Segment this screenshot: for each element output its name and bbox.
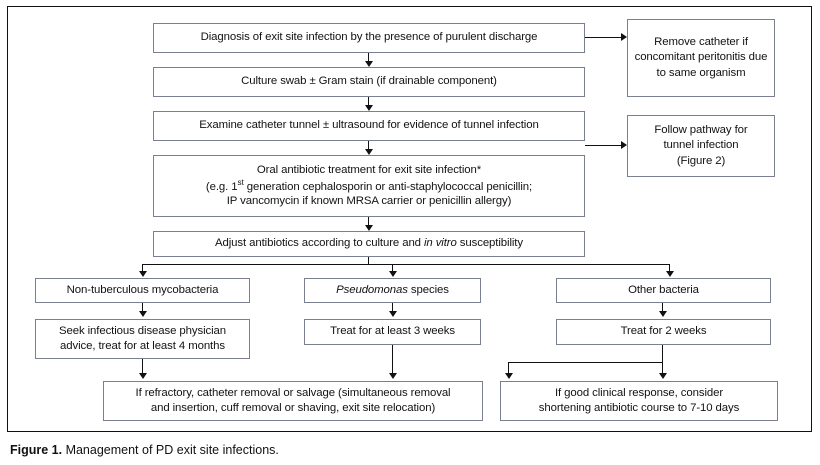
- flowchart-canvas: Diagnosis of exit site infection by the …: [8, 7, 813, 433]
- node-refractory-line1: If refractory, catheter removal or salva…: [135, 386, 451, 399]
- node-diagnosis: Diagnosis of exit site infection by the …: [153, 23, 585, 53]
- arrowhead-drop-other-bacteria: [666, 271, 674, 277]
- node-oral-antibiotic-line3: IP vancomycin if known MRSA carrier or p…: [226, 195, 512, 208]
- node-follow-pathway-line1: Follow pathway for: [654, 124, 748, 137]
- node-branch-other-bacteria: Other bacteria: [556, 278, 771, 303]
- connector-mycobacteria-to-treat: [142, 303, 144, 311]
- connector-treat-other-split-bar: [508, 362, 663, 364]
- node-follow-pathway: Follow pathway for tunnel infection (Fig…: [627, 115, 775, 177]
- arrowhead-treat-other-left-drop: [505, 373, 513, 379]
- arrowhead-culture-to-examine: [365, 105, 373, 111]
- node-treat-pseudomonas: Treat for at least 3 weeks: [304, 319, 481, 345]
- node-remove-catheter: Remove catheter if concomitant peritonit…: [627, 19, 775, 97]
- connector-adjust-stem: [368, 257, 370, 265]
- connector-treat-mycobacteria-to-refractory: [142, 359, 144, 373]
- arrowhead-diagnosis-to-culture: [365, 61, 373, 67]
- connector-drop-pseudomonas: [392, 264, 394, 271]
- node-treat-other-label: Treat for 2 weeks: [620, 325, 707, 338]
- connector-drop-mycobacteria: [142, 264, 144, 271]
- connector-culture-to-examine: [368, 97, 370, 105]
- connector-treat-other-left-drop: [508, 362, 510, 373]
- node-diagnosis-label: Diagnosis of exit site infection by the …: [200, 31, 538, 44]
- connector-examine-to-follow: [585, 145, 621, 147]
- superscript-st: st: [237, 177, 244, 187]
- connector-treat-other-right-drop: [662, 362, 664, 373]
- connector-treat-pseudomonas-to-refractory: [392, 345, 394, 373]
- arrowhead-examine-to-follow: [621, 141, 627, 149]
- arrowhead-treat-mycobacteria-to-refractory: [139, 373, 147, 379]
- arrowhead-other-to-treat: [659, 311, 667, 317]
- arrowhead-drop-pseudomonas: [389, 271, 397, 277]
- italic-pseudomonas: Pseudomonas: [336, 283, 408, 296]
- node-treat-pseudomonas-label: Treat for at least 3 weeks: [330, 325, 455, 338]
- node-follow-pathway-line3: (Figure 2): [676, 154, 726, 167]
- node-oral-antibiotic-line1: Oral antibiotic treatment for exit site …: [256, 163, 482, 176]
- node-treat-other: Treat for 2 weeks: [556, 319, 771, 345]
- arrowhead-treat-other-right-drop: [659, 373, 667, 379]
- node-culture-swab: Culture swab ± Gram stain (if drainable …: [153, 67, 585, 97]
- node-culture-swab-label: Culture swab ± Gram stain (if drainable …: [241, 75, 497, 88]
- node-treat-mycobacteria: Seek infectious disease physician advice…: [35, 319, 250, 359]
- node-branch-mycobacteria-label: Non-tuberculous mycobacteria: [66, 283, 219, 296]
- connector-pseudomonas-to-treat: [392, 303, 394, 311]
- node-follow-pathway-line2: tunnel infection: [663, 139, 739, 152]
- arrowhead-examine-to-oral: [365, 149, 373, 155]
- node-treat-mycobacteria-line1: Seek infectious disease physician: [58, 324, 227, 337]
- node-branch-mycobacteria: Non-tuberculous mycobacteria: [35, 278, 250, 303]
- connector-examine-to-oral: [368, 141, 370, 149]
- node-branch-pseudomonas: Pseudomonas species: [304, 278, 481, 303]
- arrowhead-drop-mycobacteria: [139, 271, 147, 277]
- connector-drop-other-bacteria: [669, 264, 671, 271]
- italic-in-vitro: in vitro: [423, 237, 457, 250]
- node-good-response-outcome: If good clinical response, consider shor…: [500, 381, 778, 421]
- arrowhead-treat-pseudomonas-to-refractory: [389, 373, 397, 379]
- node-branch-other-bacteria-label: Other bacteria: [628, 283, 699, 296]
- node-oral-antibiotic: Oral antibiotic treatment for exit site …: [153, 155, 585, 217]
- node-good-response-line2: shortening antibiotic course to 7-10 day…: [538, 402, 740, 414]
- node-good-response-line1: If good clinical response, consider: [554, 386, 724, 399]
- arrowhead-diagnosis-to-remove: [621, 33, 627, 41]
- connector-adjust-distributor-bar: [142, 264, 670, 266]
- connector-diagnosis-to-remove: [585, 37, 621, 39]
- node-adjust-antibiotics-label: Adjust antibiotics according to culture …: [215, 237, 523, 250]
- node-examine-tunnel: Examine catheter tunnel ± ultrasound for…: [153, 111, 585, 141]
- figure-caption-text: Management of PD exit site infections.: [62, 443, 279, 457]
- arrowhead-oral-to-adjust: [365, 225, 373, 231]
- arrowhead-pseudomonas-to-treat: [389, 311, 397, 317]
- connector-other-to-treat: [662, 303, 664, 311]
- node-treat-mycobacteria-line2: advice, treat for at least 4 months: [60, 340, 225, 352]
- connector-diagnosis-to-culture: [368, 53, 370, 61]
- figure-caption: Figure 1. Management of PD exit site inf…: [10, 443, 279, 457]
- connector-oral-to-adjust: [368, 217, 370, 225]
- arrowhead-mycobacteria-to-treat: [139, 311, 147, 317]
- figure-caption-label: Figure 1.: [10, 443, 63, 457]
- node-refractory-outcome: If refractory, catheter removal or salva…: [103, 381, 483, 421]
- connector-treat-other-stem: [662, 345, 664, 363]
- node-remove-catheter-label: Remove catheter if concomitant peritonit…: [634, 36, 768, 79]
- node-oral-antibiotic-line2: (e.g. 1st generation cephalosporin or an…: [205, 177, 533, 193]
- node-examine-tunnel-label: Examine catheter tunnel ± ultrasound for…: [199, 119, 539, 132]
- figure-border: Diagnosis of exit site infection by the …: [7, 6, 812, 432]
- node-branch-pseudomonas-label: Pseudomonas species: [336, 283, 449, 296]
- node-adjust-antibiotics: Adjust antibiotics according to culture …: [153, 231, 585, 257]
- node-refractory-line2: and insertion, cuff removal or shaving, …: [150, 402, 436, 414]
